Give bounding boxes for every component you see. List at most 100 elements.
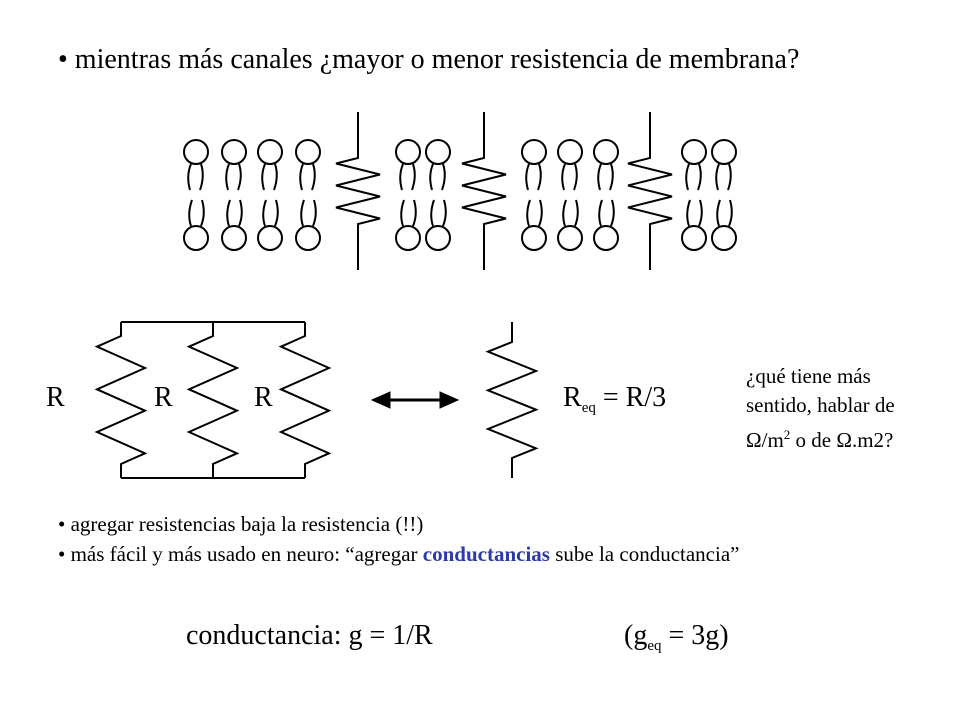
membrane-illustration (183, 112, 737, 270)
lipid-head-bottom (557, 225, 583, 251)
lipid-tail-top (225, 163, 230, 191)
side-question-unit-b: o de Ω.m2? (790, 428, 894, 452)
resistor-label-2: R (154, 382, 173, 413)
lipid-tail-top (609, 163, 614, 191)
lipid-tail-bottom (538, 199, 543, 227)
lipid-tail-bottom (400, 199, 405, 227)
lipid-tail-bottom (562, 199, 567, 227)
lipid-tail-bottom (188, 199, 193, 227)
geq-open: (g (624, 620, 648, 651)
lipid-head-top (295, 139, 321, 165)
lipid-tail-top (715, 163, 720, 191)
lipid-head-top (425, 139, 451, 165)
bullet-2-post: sube la conductancia” (549, 542, 740, 566)
lipid-tail-top (199, 163, 204, 191)
lipid-head-bottom (425, 225, 451, 251)
lipid-head-bottom (593, 225, 619, 251)
lipid-tail-bottom (412, 199, 417, 227)
lipid-tail-bottom (686, 199, 691, 227)
lipid-head-top (711, 139, 737, 165)
conductance-formula: conductancia: g = 1/R (186, 620, 433, 651)
lipid-tail-bottom (300, 199, 305, 227)
lipid-tail-top (697, 163, 702, 191)
lipid-tail-bottom (598, 199, 603, 227)
lipid-head-bottom (681, 225, 707, 251)
side-question-line-1: ¿qué tiene más (746, 364, 871, 388)
lipid-tail-bottom (430, 199, 435, 227)
lipid-tail-bottom (262, 199, 267, 227)
lipid-tail-top (727, 163, 732, 191)
lipid-head-top (521, 139, 547, 165)
lipid-tail-bottom (274, 199, 279, 227)
parallel-resistor (278, 322, 332, 478)
side-question: ¿qué tiene más sentido, hablar de Ω/m2 o… (746, 362, 956, 455)
lipid-tail-top (261, 163, 266, 191)
lipid-head-bottom (295, 225, 321, 251)
lipid-head-top (593, 139, 619, 165)
geq-subscript: eq (647, 638, 662, 654)
conductancias-highlight: conductancias (422, 542, 550, 566)
equivalent-resistor-zigzag (485, 322, 539, 478)
channel-resistor (627, 112, 673, 270)
lipid-head-bottom (257, 225, 283, 251)
side-question-line-3: Ω/m2 o de Ω.m2? (746, 420, 956, 455)
lipid-head-bottom (711, 225, 737, 251)
parallel-resistor-circuit (94, 321, 332, 479)
resistor-label-3: R (254, 382, 273, 413)
resistor-label-1: R (46, 382, 65, 413)
req-symbol: R (563, 382, 582, 413)
arrow-head-left (370, 391, 391, 409)
lipid-tail-top (399, 163, 404, 191)
lipid-head-bottom (221, 225, 247, 251)
lipid-tail-bottom (442, 199, 447, 227)
req-subscript: eq (581, 400, 596, 416)
req-value: = R/3 (595, 382, 667, 413)
lipid-tail-top (537, 163, 542, 191)
equivalent-resistor (485, 322, 539, 478)
lipid-tail-bottom (698, 199, 703, 227)
lipid-tail-top (561, 163, 566, 191)
page-title: • mientras más canales ¿mayor o menor re… (58, 44, 800, 75)
bullet-2-pre: • más fácil y más usado en neuro: “agreg… (58, 542, 423, 566)
lipid-head-top (681, 139, 707, 165)
lipid-head-top (557, 139, 583, 165)
lipid-head-top (221, 139, 247, 165)
lipid-tail-top (573, 163, 578, 191)
lipid-tail-bottom (716, 199, 721, 227)
lipid-tail-top (525, 163, 530, 191)
lipid-tail-bottom (728, 199, 733, 227)
double-arrow (370, 391, 460, 409)
lipid-head-bottom (521, 225, 547, 251)
lipid-tail-top (411, 163, 416, 191)
equivalent-resistance-label: Req = R/3 (563, 382, 667, 416)
geq-close: = 3g) (661, 620, 729, 651)
lipid-tail-bottom (574, 199, 579, 227)
arrow-head-right (439, 391, 460, 409)
parallel-resistor (186, 322, 240, 478)
side-question-unit-a: Ω/m (746, 428, 784, 452)
parallel-resistor (94, 322, 148, 478)
side-question-sup: 2 (783, 427, 791, 442)
lipid-tail-bottom (526, 199, 531, 227)
lipid-head-top (183, 139, 209, 165)
lipid-tail-top (237, 163, 242, 191)
bullet-add-conductances: • más fácil y más usado en neuro: “agreg… (58, 542, 739, 567)
lipid-tail-top (685, 163, 690, 191)
lipid-head-top (395, 139, 421, 165)
equivalent-conductance: (geq = 3g) (624, 620, 729, 654)
lipid-tail-bottom (610, 199, 615, 227)
lipid-tail-top (597, 163, 602, 191)
bullet-add-resistances: • agregar resistencias baja la resistenc… (58, 512, 424, 536)
lipid-head-bottom (395, 225, 421, 251)
lipid-tail-top (299, 163, 304, 191)
lipid-tail-top (441, 163, 446, 191)
lipid-tail-top (273, 163, 278, 191)
lipid-tail-top (311, 163, 316, 191)
lipid-head-top (257, 139, 283, 165)
lipid-tail-bottom (238, 199, 243, 227)
lipid-tail-top (429, 163, 434, 191)
lipid-tail-top (187, 163, 192, 191)
lipid-tail-bottom (226, 199, 231, 227)
lipid-tail-bottom (200, 199, 205, 227)
